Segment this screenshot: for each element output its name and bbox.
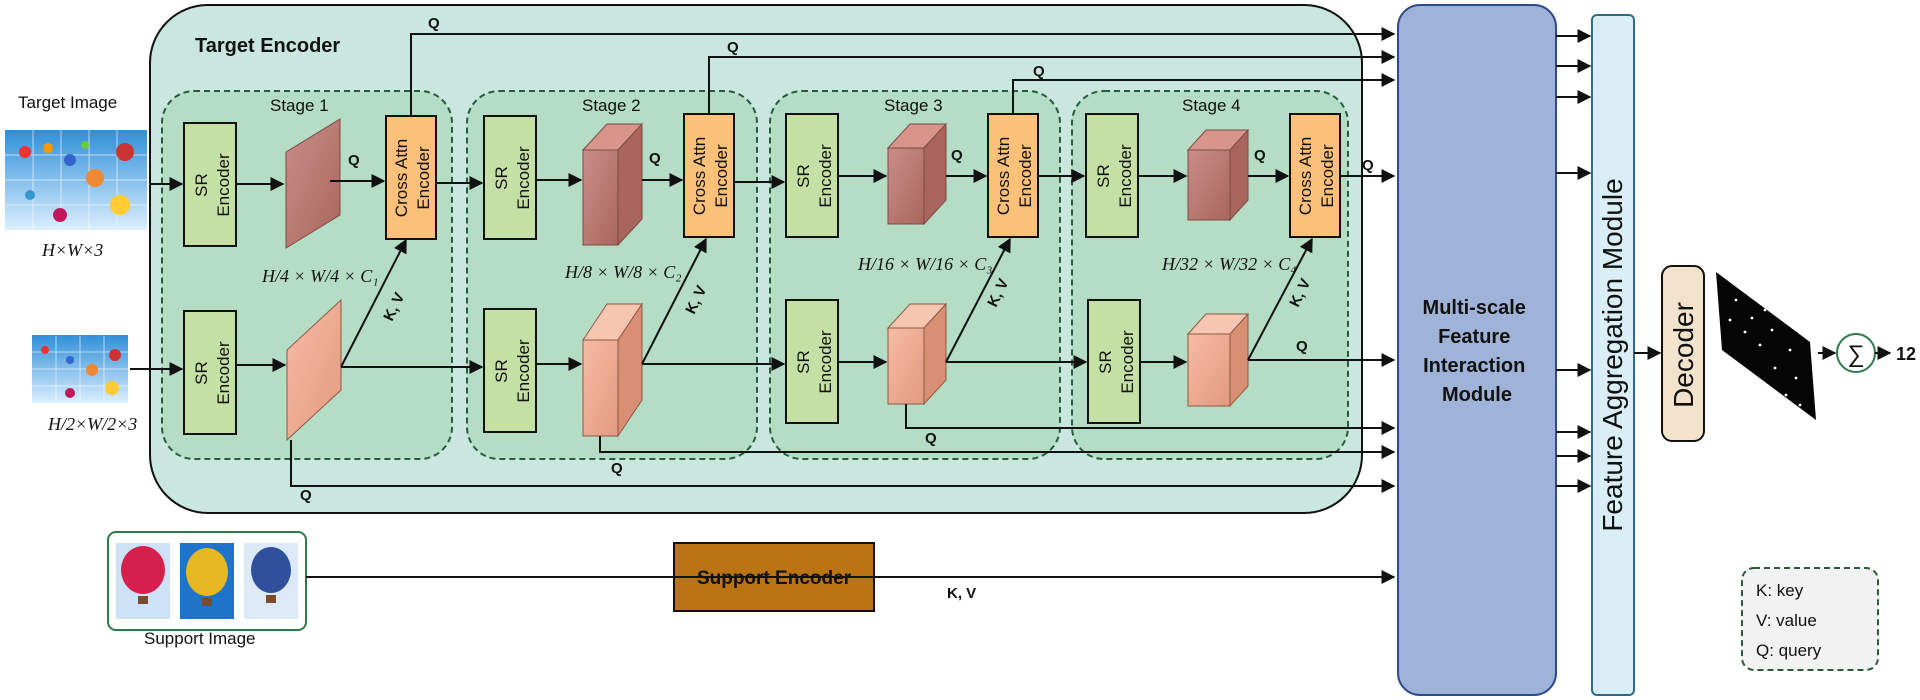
target-encoder-title: Target Encoder — [195, 35, 340, 57]
output-count: 12 — [1896, 344, 1916, 364]
stage-2-label: Stage 2 — [582, 96, 641, 115]
sr-encoder-s2-bottom — [483, 308, 537, 433]
stage-1-label: Stage 1 — [270, 96, 329, 115]
fam-box — [1591, 14, 1635, 696]
support-image-label: Support Image — [144, 629, 256, 648]
q-label: Q — [300, 487, 312, 504]
cross-attn-encoder-s2 — [683, 113, 735, 238]
legend-box — [1741, 567, 1879, 671]
sr-encoder-s4-bottom — [1087, 299, 1141, 424]
decoder-label: Decoder — [1668, 302, 1699, 408]
support-image-1 — [116, 543, 170, 619]
q-label: Q — [649, 150, 661, 167]
support-image-2 — [180, 543, 234, 619]
cross-attn-encoder-s4 — [1289, 113, 1341, 238]
stage-1-dims: H/4 × W/4 × C₁ — [261, 266, 379, 286]
feature-map-s4-top — [1186, 128, 1250, 222]
stage-4-dims: H/32 × W/32 × C₄ — [1161, 254, 1297, 274]
q-label: Q — [611, 460, 623, 477]
q-label: Q — [1254, 147, 1266, 164]
support-encoder-label: Support Encoder — [697, 568, 852, 589]
feature-map-s1-top — [285, 118, 341, 249]
sr-encoder-s1-bottom — [183, 310, 237, 435]
half-res-image — [32, 335, 128, 403]
q-label: Q — [1296, 338, 1308, 355]
q-label: Q — [1033, 63, 1045, 80]
q-label: Q — [348, 152, 360, 169]
mfim-label: Multi-scale Feature Interaction Module — [1423, 297, 1532, 406]
feature-map-s2-bottom — [582, 302, 643, 438]
q-label: Q — [727, 39, 739, 56]
sr-encoder-s3-bottom — [785, 299, 839, 424]
target-image-label: Target Image — [18, 93, 117, 112]
target-dims: H×W×3 — [41, 240, 103, 260]
kv-label: K, V — [947, 585, 976, 602]
sr-encoder-s4-top — [1085, 113, 1139, 238]
stage-4-label: Stage 4 — [1182, 96, 1241, 115]
support-image-3 — [244, 543, 298, 619]
stage-3-label: Stage 3 — [884, 96, 943, 115]
mfim-box — [1397, 4, 1557, 696]
target-image — [5, 130, 147, 230]
legend-key: K: key — [1756, 581, 1804, 600]
feature-map-s2-top — [581, 122, 644, 247]
fam-label: Feature Aggregation Module — [1597, 178, 1628, 531]
sum-symbol: ∑ — [1847, 341, 1864, 368]
arrows — [130, 27, 1892, 584]
stage-2-dims: H/8 × W/8 × C₂ — [564, 262, 682, 282]
legend-query: Q: query — [1756, 641, 1822, 660]
q-label: Q — [428, 15, 440, 32]
cross-attn-encoder-s3 — [987, 113, 1039, 238]
q-label: Q — [951, 147, 963, 164]
legend-value: V: value — [1756, 611, 1817, 630]
cross-attn-encoder-s1 — [385, 115, 437, 240]
feature-map-s3-top — [886, 122, 948, 226]
feature-map-s4-bottom — [1186, 312, 1250, 408]
stage-3-dims: H/16 × W/16 × C₃ — [857, 254, 993, 274]
density-map — [1716, 272, 1816, 420]
feature-map-s3-bottom — [886, 302, 948, 406]
sr-encoder-s2-top — [483, 115, 537, 240]
q-label: Q — [1362, 157, 1374, 174]
q-label: Q — [925, 430, 937, 447]
decoder-box — [1661, 265, 1705, 442]
feature-map-s1-bottom — [286, 298, 342, 442]
half-dims: H/2×W/2×3 — [47, 414, 137, 434]
